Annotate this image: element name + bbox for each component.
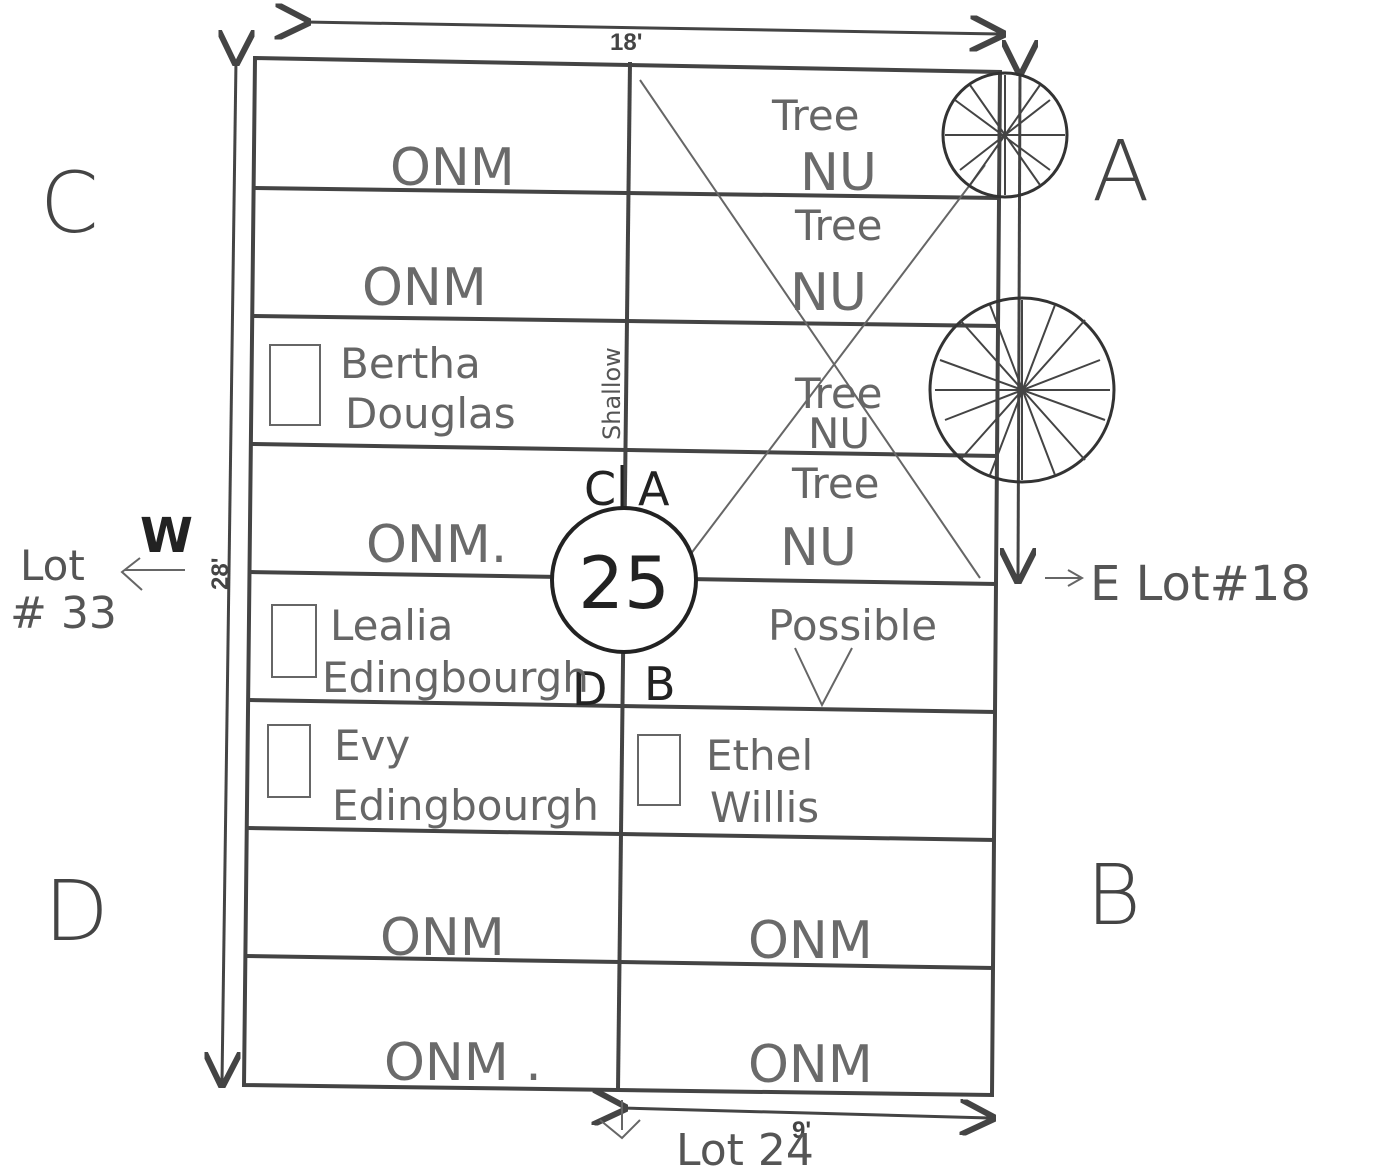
tree-icon xyxy=(941,71,1069,199)
height-dimension-line xyxy=(222,60,236,1082)
cell-r4-left: ONM. xyxy=(366,515,507,575)
cell-r3-left-bottom: Douglas xyxy=(345,389,516,438)
corner-label-c: C xyxy=(40,154,99,252)
west-arrow-icon xyxy=(120,557,185,591)
tree-icon xyxy=(928,296,1116,484)
cell-r8-right: ONM xyxy=(748,1035,873,1095)
width-dimension-label: 18' xyxy=(610,29,642,56)
cell-r2-left: ONM xyxy=(362,258,487,318)
cell-r1-right-bottom: NU xyxy=(800,143,877,203)
bottom-dimension-label: 9' xyxy=(792,1117,811,1144)
marker-quadrant-d: D xyxy=(572,662,607,716)
west-lot-number: # 33 xyxy=(10,588,117,639)
cell-r3-left-top: Bertha xyxy=(340,339,481,388)
plot-boundary xyxy=(241,55,1003,1098)
cell-r3-right-bottom: NU xyxy=(808,409,870,458)
cell-r4-right-top: Tree xyxy=(791,459,880,508)
marker-quadrant-a: A xyxy=(638,462,670,516)
cell-r8-left: ONM . xyxy=(384,1033,542,1093)
cell-r5-left-bottom: Edingbourgh xyxy=(322,653,589,702)
marker-circle xyxy=(550,506,698,654)
east-lot-label: E Lot#18 xyxy=(1090,556,1311,612)
cell-r5-left-top: Lealia xyxy=(330,601,453,650)
south-lot-label: Lot 24 xyxy=(676,1125,814,1170)
west-direction-label: W xyxy=(140,508,193,564)
cell-r7-left: ONM xyxy=(380,908,505,968)
cell-r5-right: Possible xyxy=(768,601,937,650)
cell-r3-note: Shallow xyxy=(598,347,626,440)
cell-r6-right-top: Ethel xyxy=(706,731,813,780)
marker-quadrant-c: C xyxy=(584,462,616,516)
cell-r6-right-bottom: Willis xyxy=(710,783,819,832)
cell-r3-right-top: Tree xyxy=(794,369,883,418)
corner-label-a: A xyxy=(1092,122,1149,220)
cell-r6-left-top: Evy xyxy=(334,721,410,770)
south-arrow-icon xyxy=(599,1100,641,1140)
headstone-icon xyxy=(269,344,321,426)
cell-r4-right-bottom: NU xyxy=(780,518,857,578)
headstone-icon xyxy=(271,604,317,678)
marker-number: 25 xyxy=(578,541,670,625)
marker-quadrant-b: B xyxy=(644,657,676,711)
diagonal-line xyxy=(689,164,986,556)
diagonal-line xyxy=(639,79,981,579)
possible-arrow-icon xyxy=(794,647,853,708)
width-dimension-line xyxy=(305,22,1000,34)
height-dimension-label: 28' xyxy=(207,558,234,590)
headstone-icon xyxy=(637,734,681,806)
cell-r1-right-top: Tree xyxy=(771,91,860,140)
cell-r6-left-bottom: Edingbourgh xyxy=(332,781,599,830)
east-arrow-icon xyxy=(1045,569,1085,587)
cell-r1-left: ONM xyxy=(390,138,515,198)
cell-r2-right-top: Tree xyxy=(794,201,883,250)
corner-label-d: D xyxy=(44,862,109,960)
corner-label-b: B xyxy=(1086,846,1141,944)
cell-r2-right-bottom: NU xyxy=(790,263,867,323)
bottom-dimension-line xyxy=(622,1108,990,1118)
headstone-icon xyxy=(267,724,311,798)
west-lot-label: Lot xyxy=(20,541,85,590)
cell-r7-right: ONM xyxy=(748,911,873,971)
